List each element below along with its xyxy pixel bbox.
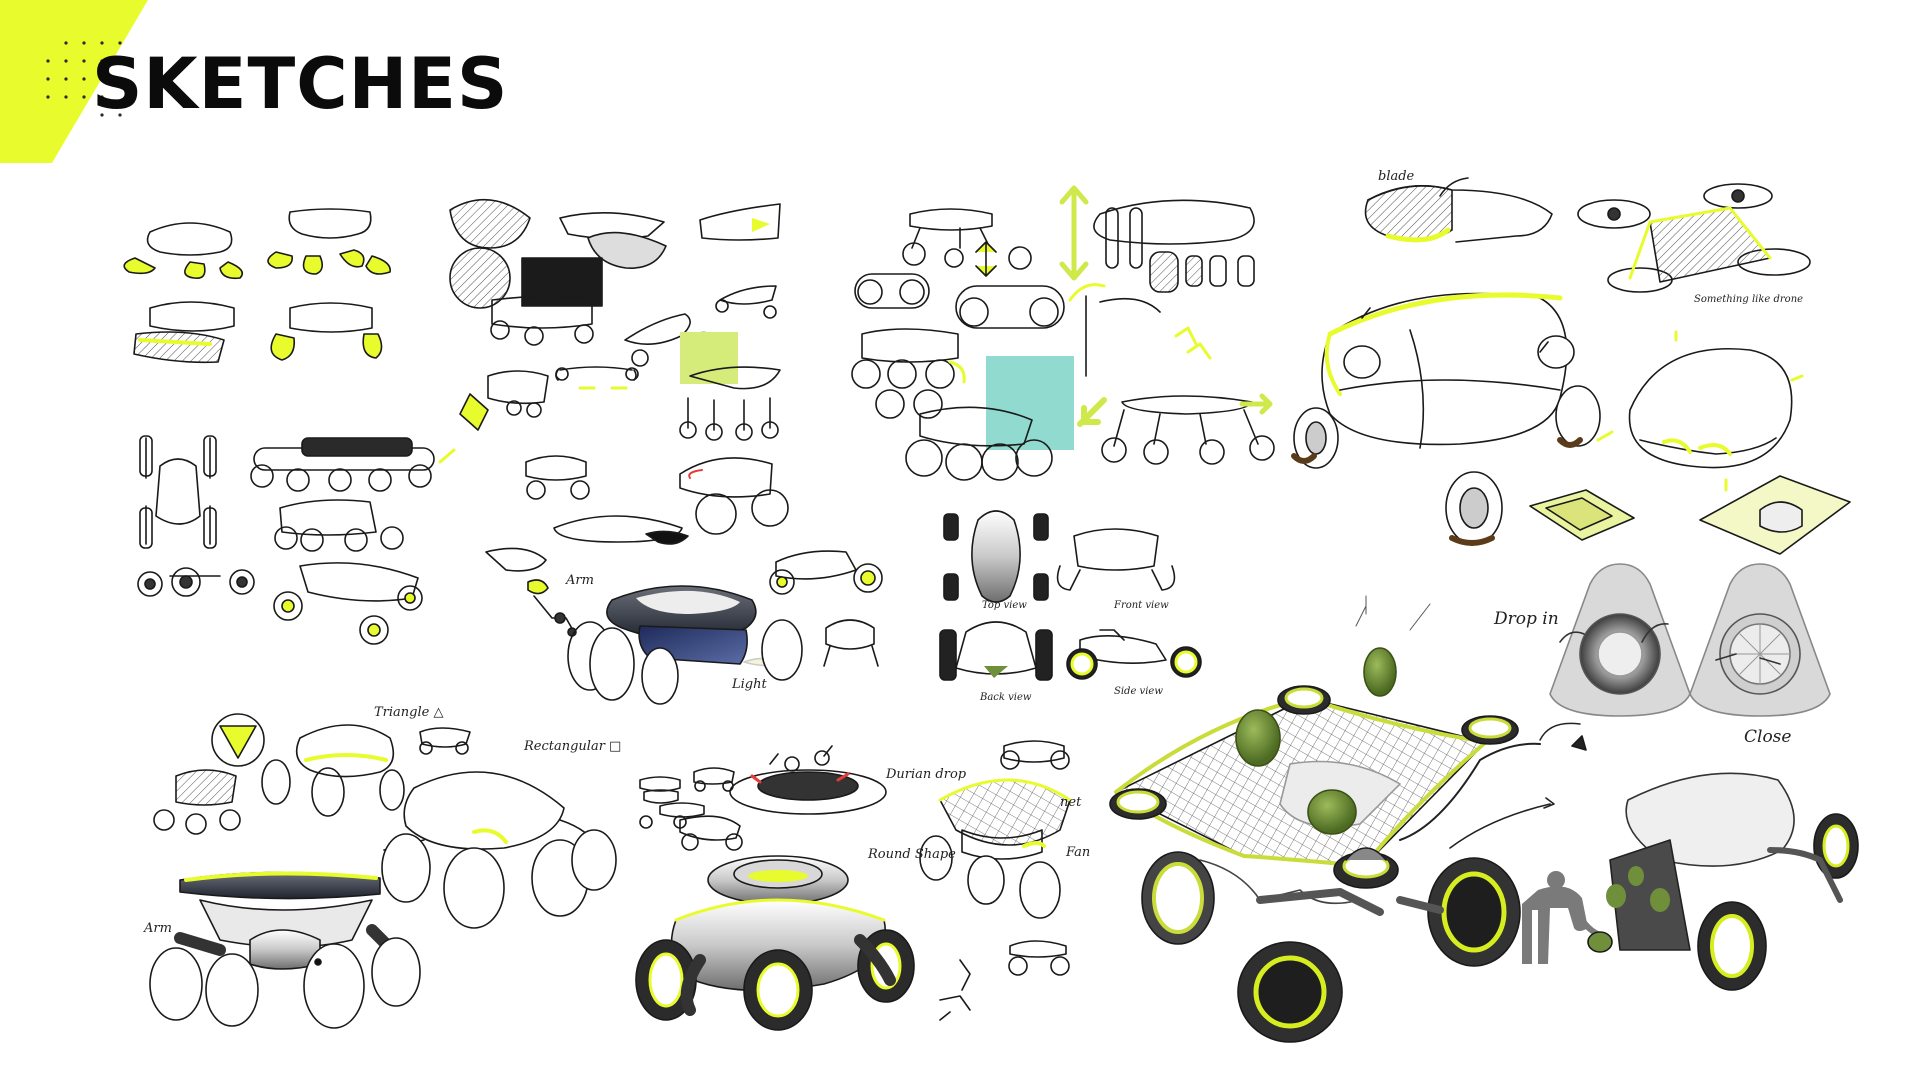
- sketch-orthographic-views: [939, 510, 1202, 681]
- render-drop-in-bowls: [1539, 563, 1831, 741]
- label-durian-drop: Durian drop: [885, 767, 967, 782]
- label-back-view: Back view: [979, 692, 1032, 703]
- sketch-pod-concepts: [123, 208, 391, 364]
- label-net: net: [1060, 795, 1082, 810]
- drone-rotor-ne: [1461, 715, 1519, 745]
- label-front-view: Front view: [1113, 600, 1169, 611]
- sketch-wheel-rovers: [137, 435, 456, 645]
- label-side-view: Side view: [1114, 686, 1163, 697]
- drone-rotor-nw: [1277, 685, 1331, 715]
- label-fan: Fan: [1065, 845, 1090, 860]
- sketch-blade-pod-rover: [1291, 177, 1601, 546]
- label-triangle: Triangle △: [374, 705, 443, 720]
- sketch-shape-studies: [149, 713, 617, 1029]
- render-net-drone-rover: [1109, 595, 1587, 1043]
- label-drone-note: Something like drone: [1694, 294, 1803, 305]
- sketch-round-shape-rover: [635, 740, 1072, 1031]
- label-rectangular: Rectangular □: [523, 739, 621, 754]
- drone-rotor-w: [1109, 788, 1167, 820]
- sketch-drone-concept: [1529, 183, 1851, 555]
- label-blade: blade: [1378, 169, 1415, 184]
- label-arm-bottom: Arm: [143, 921, 172, 936]
- label-round-shape: Round Shape: [867, 847, 956, 862]
- label-light: Light: [731, 677, 767, 692]
- drone-rotor-s: [1333, 847, 1399, 889]
- dot-pattern-decoration: [46, 41, 122, 117]
- sketch-box-rovers: [449, 198, 781, 441]
- render-person-loading: [1522, 772, 1859, 991]
- label-close: Close: [1744, 727, 1791, 747]
- label-top-view: Top view: [982, 600, 1027, 611]
- drop-in-arrow: [1449, 803, 1551, 849]
- label-drop-in: Drop in: [1493, 609, 1559, 629]
- accent-corner-shape: [0, 0, 148, 163]
- page-title: SKETCHES: [92, 43, 509, 125]
- sketch-arm-light-rover: [485, 455, 883, 705]
- sketch-suspension-rovers: [851, 185, 1275, 481]
- label-arm-top: Arm: [565, 573, 594, 588]
